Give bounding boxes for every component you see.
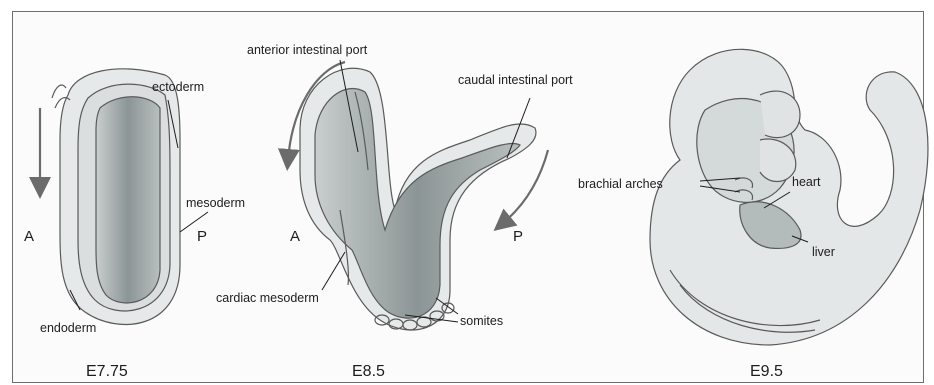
stage-label-e775: E7.75 [86, 363, 128, 380]
label-anterior-intestinal-port: anterior intestinal port [247, 43, 368, 57]
panel-e85: anterior intestinal port caudal intestin… [216, 43, 573, 380]
direction-arrow-e85-posterior [502, 150, 548, 224]
embryo-drawing-e775 [52, 69, 180, 325]
anterior-label-e85: A [290, 228, 300, 245]
label-cardiac-mesoderm: cardiac mesoderm [216, 291, 319, 305]
label-caudal-intestinal-port: caudal intestinal port [458, 73, 573, 87]
posterior-label-e85: P [513, 228, 523, 245]
label-mesoderm: mesoderm [186, 196, 245, 210]
stage-label-e95: E9.5 [750, 363, 783, 380]
panel-e95: brachial arches heart liver E9.5 [578, 49, 928, 380]
embryo-drawing-e95 [650, 49, 928, 345]
stage-label-e85: E8.5 [352, 363, 385, 380]
panel-e775: ectoderm mesoderm endoderm A P E7.75 [24, 69, 245, 380]
anterior-label-e775: A [24, 228, 34, 245]
embryo-drawing-e85 [300, 68, 536, 330]
label-liver: liver [812, 245, 835, 259]
label-ectoderm: ectoderm [152, 80, 204, 94]
label-brachial-arches: brachial arches [578, 177, 663, 191]
posterior-label-e775: P [197, 228, 207, 245]
label-endoderm: endoderm [40, 321, 96, 335]
label-somites: somites [460, 314, 503, 328]
label-heart: heart [792, 175, 821, 189]
